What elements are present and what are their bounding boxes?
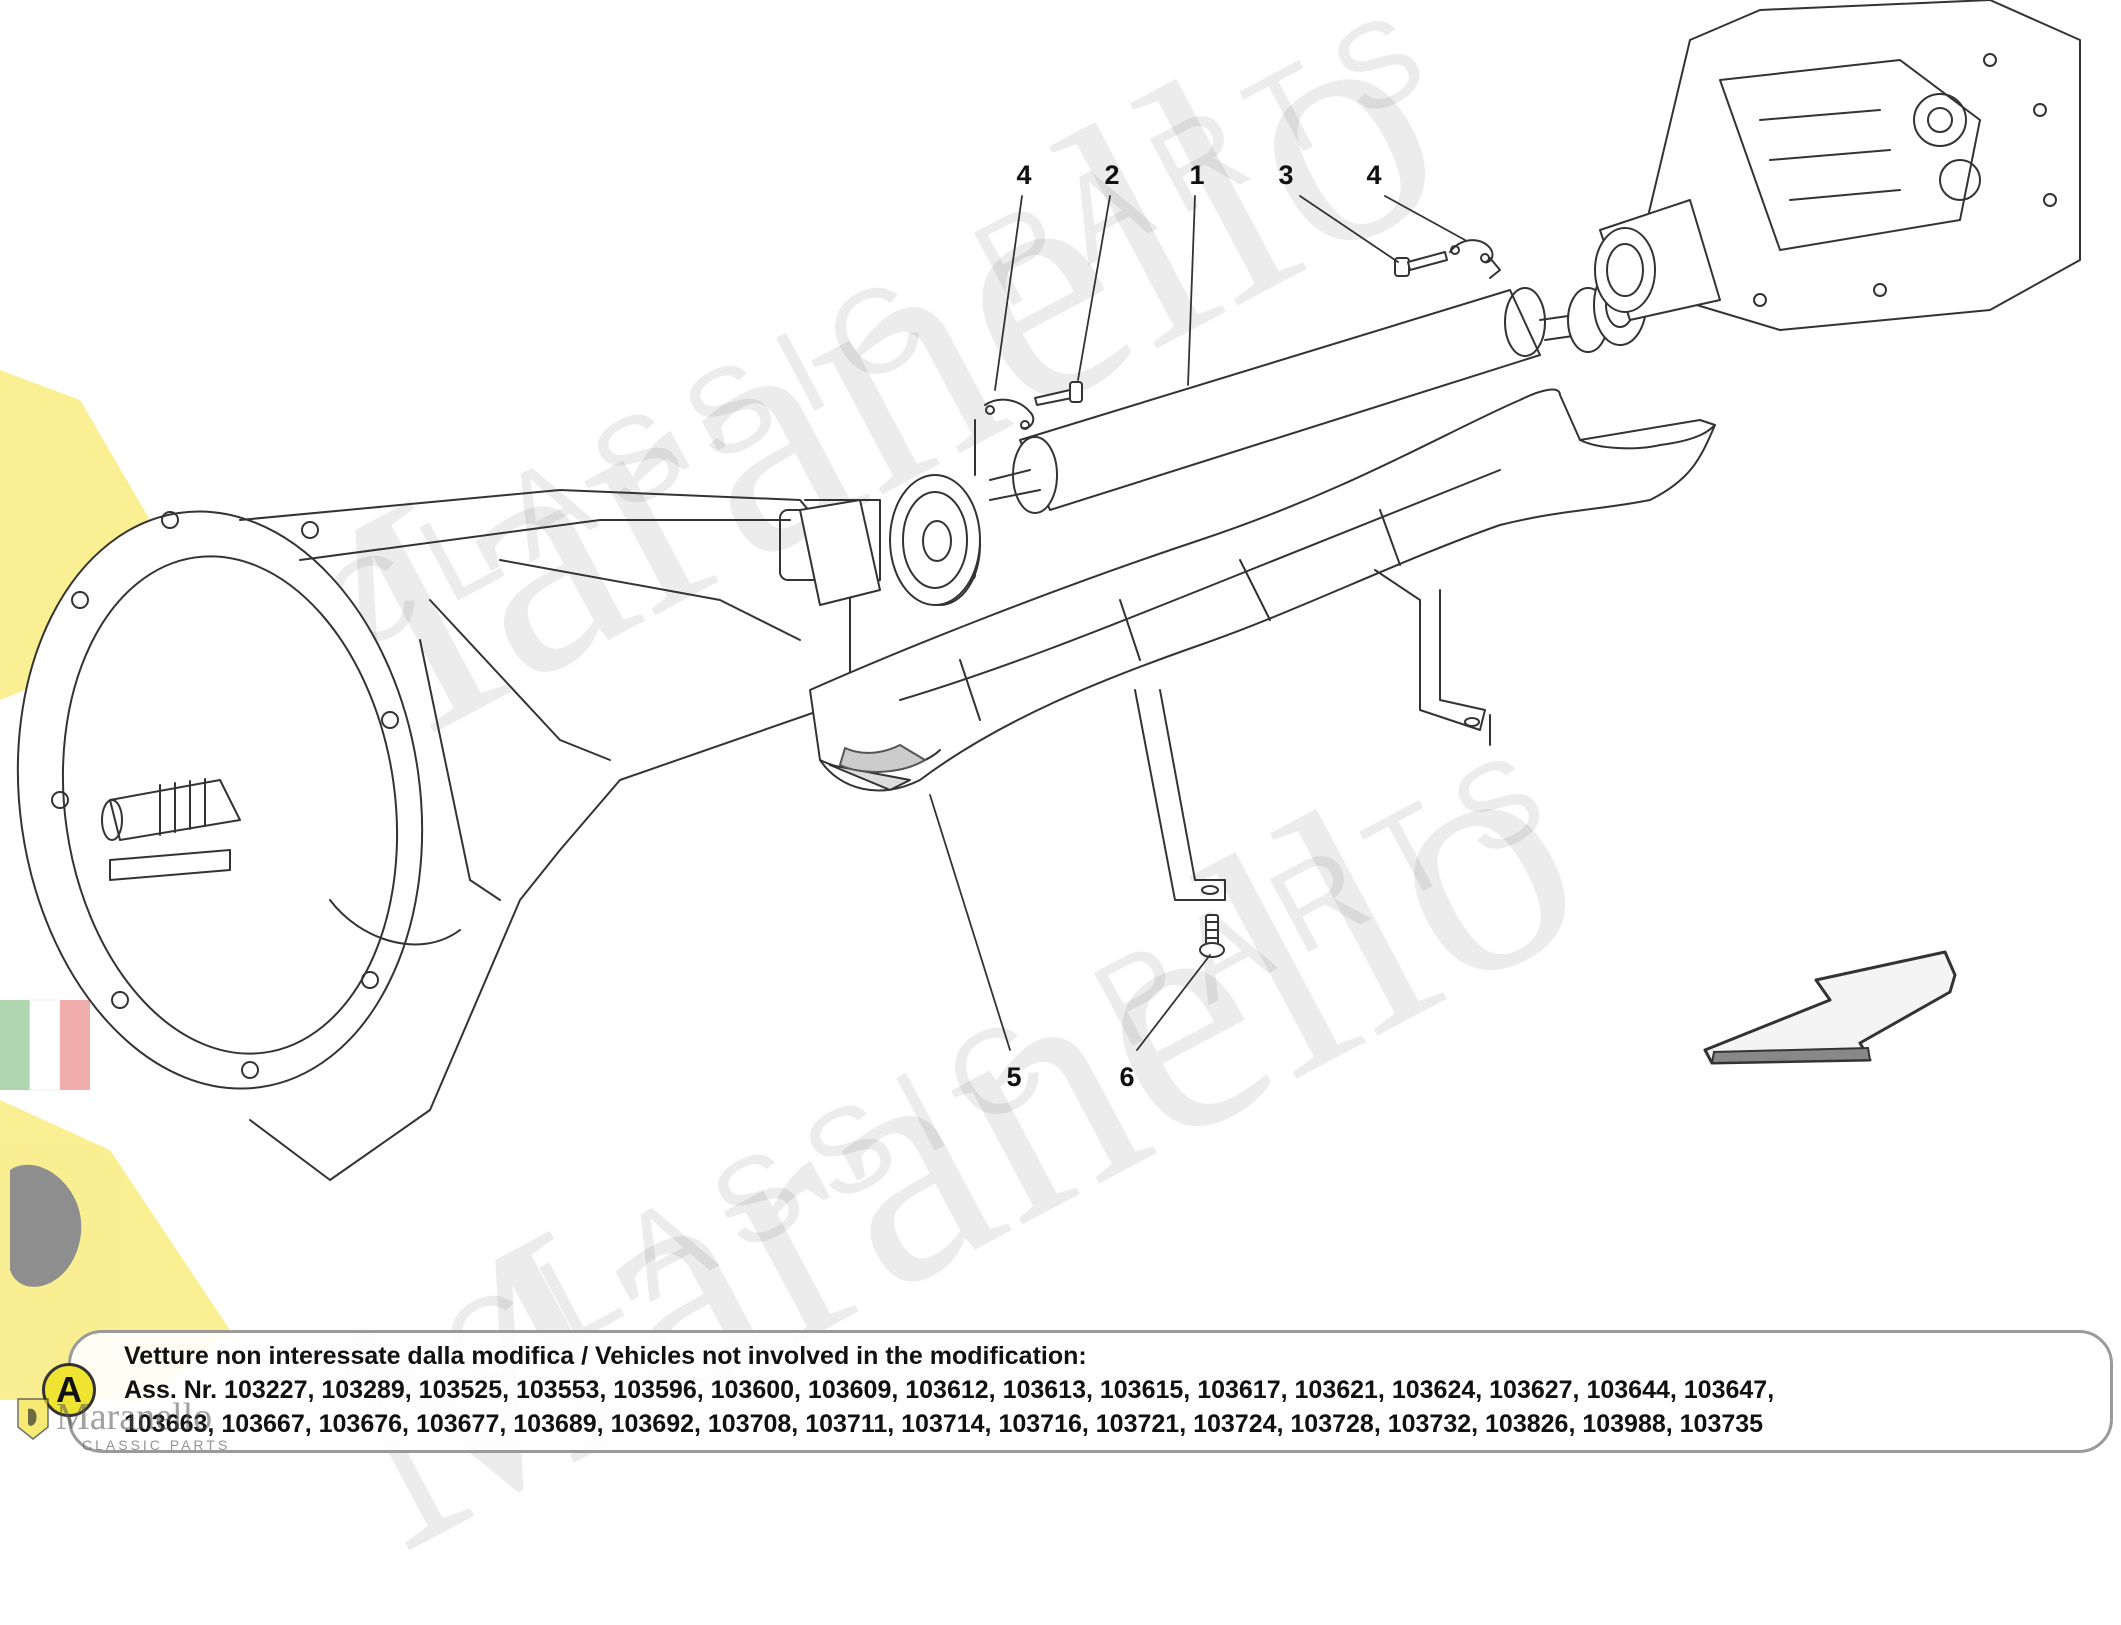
fixing-bolt [1199, 914, 1225, 958]
callout-part-4-right: 4 [1366, 160, 1382, 190]
callout-part-3: 3 [1278, 160, 1294, 190]
brand-name: Maranello [56, 1396, 213, 1438]
note-badge: A [42, 1363, 96, 1417]
support-strap-rear [1374, 569, 1491, 746]
leader-lines [929, 195, 1466, 1051]
modification-note-box [68, 1330, 2113, 1453]
ferrari-shield-icon [17, 1398, 49, 1440]
brand-tagline: CLASSIC PARTS [82, 1437, 231, 1453]
callout-part-5: 5 [1006, 1062, 1022, 1092]
clamp-bracket-right [1449, 239, 1501, 279]
direction-arrow-icon [1703, 950, 1957, 1065]
note-title: Vetture non interessate dalla modifica /… [124, 1342, 1087, 1370]
brand-logo: Maranello CLASSIC PARTS [12, 1395, 272, 1457]
italy-flag-icon [0, 999, 90, 1091]
note-assembly-numbers-line-2: 103663, 103667, 103676, 103677, 103689, … [124, 1410, 1764, 1438]
gearbox-bell-housing [16, 489, 881, 1181]
support-strap-front [1134, 689, 1226, 901]
screw-left [1034, 381, 1083, 406]
heat-shield [809, 388, 1716, 792]
drive-shaft-front-coupling [889, 474, 981, 606]
drive-shaft-exploded-diagram [0, 0, 2081, 1400]
clamp-bracket-left [974, 398, 1035, 476]
note-assembly-numbers-line-1: Ass. Nr. 103227, 103289, 103525, 103553,… [124, 1376, 1775, 1404]
callout-part-1: 1 [1189, 160, 1205, 190]
callout-part-2: 2 [1104, 160, 1120, 190]
callout-part-6: 6 [1119, 1062, 1135, 1092]
screw-right [1394, 251, 1448, 277]
callout-part-4-left: 4 [1016, 160, 1032, 190]
rear-transaxle [1594, 0, 2081, 331]
